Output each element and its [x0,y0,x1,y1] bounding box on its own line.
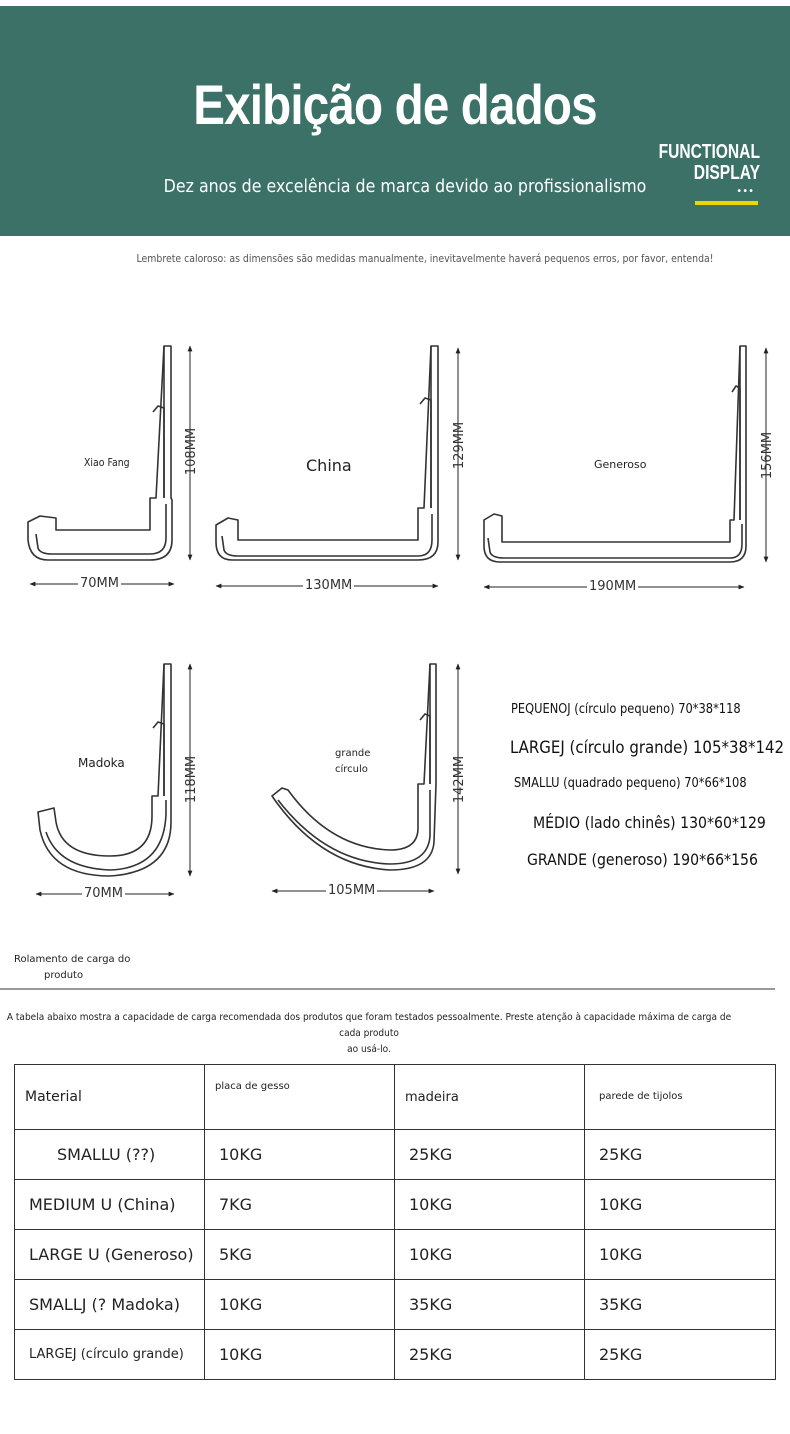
load-section-label: Rolamento de carga do produto [14,952,130,984]
load-table-note: A tabela abaixo mostra a capacidade de c… [0,1010,738,1058]
spec-line-5: GRANDE (generoso) 190*66*156 [527,850,758,869]
table-cell: 10KG [394,1229,585,1280]
hook-5-width: 105MM [326,883,378,898]
table-cell: 10KG [204,1279,395,1330]
table-header-row: Material placa de gesso madeira parede d… [14,1064,776,1130]
badge-accent-bar [695,201,758,205]
load-table-note-line-2: ao usá-lo. [347,1044,391,1055]
hook-4-height: 118MM [184,755,200,804]
table-row: MEDIUM U (China) 7KG 10KG 10KG [14,1179,776,1230]
hook-5-height: 142MM [452,755,468,804]
table-cell-material: SMALLJ (? Madoka) [14,1279,205,1330]
hook-5-name: grande círculo [335,746,370,778]
table-cell: 10KG [204,1129,395,1180]
hook-5-name-line-1: grande [335,748,371,759]
header-brick-wall: parede de tijolos [584,1064,776,1130]
table-cell-material: LARGEJ (círculo grande) [14,1329,205,1380]
header-banner [0,6,790,236]
table-cell: 10KG [204,1329,395,1380]
table-cell: 10KG [394,1179,585,1230]
table-cell: 10KG [584,1179,776,1230]
table-cell: 5KG [204,1229,395,1280]
spec-line-4: MÉDIO (lado chinês) 130*60*129 [533,813,766,832]
hook-4-name: Madoka [78,756,125,770]
badge-dots-icon: ••• [736,186,754,197]
hook-1-height: 108MM [184,427,200,476]
load-table-note-line-1: A tabela abaixo mostra a capacidade de c… [6,1012,732,1039]
hook-small-u-icon [27,345,193,587]
functional-display-badge: FUNCTIONAL DISPLAY [659,142,760,184]
table-cell: 35KG [584,1279,776,1330]
table-cell-material: LARGE U (Generoso) [14,1229,205,1280]
hook-small-j-icon [35,663,193,897]
hook-5-name-line-2: círculo [335,764,368,775]
spec-line-2: LARGEJ (círculo grande) 105*38*142 [510,738,785,758]
hook-4-width: 70MM [82,886,125,901]
table-cell-material: SMALLU (??) [14,1129,205,1180]
load-capacity-table: Material placa de gesso madeira parede d… [14,1064,776,1380]
hook-3-width: 190MM [587,579,639,594]
table-cell: 25KG [584,1329,776,1380]
table-row: LARGE U (Generoso) 5KG 10KG 10KG [14,1229,776,1280]
table-cell: 35KG [394,1279,585,1330]
hook-1-width: 70MM [78,576,121,591]
table-cell: 25KG [394,1129,585,1180]
header-wood: madeira [394,1064,585,1130]
header-plasterboard: placa de gesso [204,1064,395,1130]
spec-line-3: SMALLU (quadrado pequeno) 70*66*108 [514,776,747,791]
badge-line-1: FUNCTIONAL [658,141,760,163]
hook-2-height: 129MM [452,421,468,470]
table-cell: 25KG [394,1329,585,1380]
hook-2-width: 130MM [303,578,355,593]
table-cell: 25KG [584,1129,776,1180]
badge-line-2: DISPLAY [693,162,760,184]
measurement-notice: Lembrete caloroso: as dimensões são medi… [136,252,714,265]
table-cell: 10KG [584,1229,776,1280]
spec-line-1: PEQUENOJ (círculo pequeno) 70*38*118 [511,702,741,717]
page-subtitle: Dez anos de excelência de marca devido a… [163,176,647,197]
table-row: SMALLU (??) 10KG 25KG 25KG [14,1129,776,1180]
load-section-label-line-1: Rolamento de carga do [14,954,131,965]
header-material: Material [14,1064,205,1130]
table-row: LARGEJ (círculo grande) 10KG 25KG 25KG [14,1329,776,1380]
table-cell-material: MEDIUM U (China) [14,1179,205,1230]
hook-3-height: 156MM [760,431,776,480]
hook-large-u-icon [483,345,769,590]
hook-3-name: Generoso [594,458,647,471]
table-row: SMALLJ (? Madoka) 10KG 35KG 35KG [14,1279,776,1330]
page-title: Exibição de dados [193,73,597,136]
table-cell: 7KG [204,1179,395,1230]
hook-1-name: Xiao Fang [84,456,130,469]
load-section-label-line-2: produto [44,970,84,981]
hook-2-name: China [306,456,352,475]
section-divider [0,988,775,990]
